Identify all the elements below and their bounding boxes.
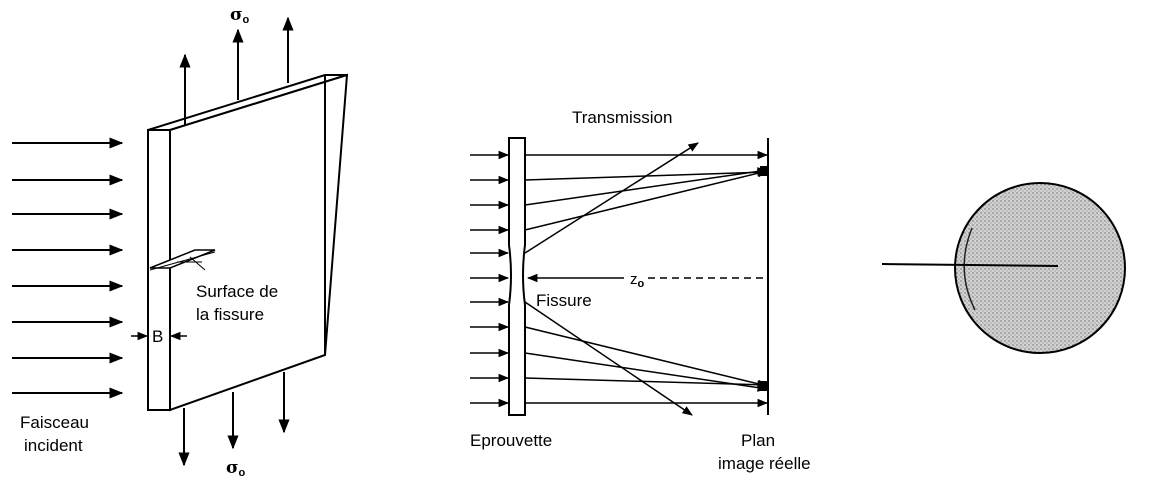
beam-label-line2: incident (24, 436, 83, 455)
incoming-rays (470, 150, 510, 408)
caustic-curve (963, 227, 976, 311)
transmitted-rays-lower (524, 301, 769, 416)
crack-label: Fissure (536, 291, 592, 310)
specimen-plate (147, 73, 349, 412)
caustic-focus-upper (760, 166, 768, 176)
caustic-disk (954, 182, 1126, 354)
specimen-profile (508, 137, 526, 416)
transmitted-rays-upper (524, 142, 769, 254)
stress-arrows-top (179, 16, 294, 125)
thickness-label: B (152, 327, 163, 346)
image-plane-label-line2: image réelle (718, 454, 811, 473)
sigma-bottom-label: σo (226, 458, 246, 479)
crack-in-plate (149, 249, 216, 271)
plate-front-face (169, 73, 349, 412)
crack-surface-label-line2: la fissure (196, 305, 264, 324)
caustic-focus-lower (760, 381, 768, 391)
transmission-label: Transmission (572, 108, 672, 127)
distance-label: zo (630, 271, 645, 290)
stress-arrows-bottom (178, 372, 290, 467)
beam-label-line1: Faisceau (20, 413, 89, 432)
specimen-label: Eprouvette (470, 431, 552, 450)
crack-surface-label-line1: Surface de (196, 282, 278, 301)
sigma-top-label: σo (230, 5, 250, 26)
incident-beam-arrows (12, 137, 124, 399)
image-plane-label-line1: Plan (741, 431, 775, 450)
crack-line-image (881, 263, 1059, 267)
